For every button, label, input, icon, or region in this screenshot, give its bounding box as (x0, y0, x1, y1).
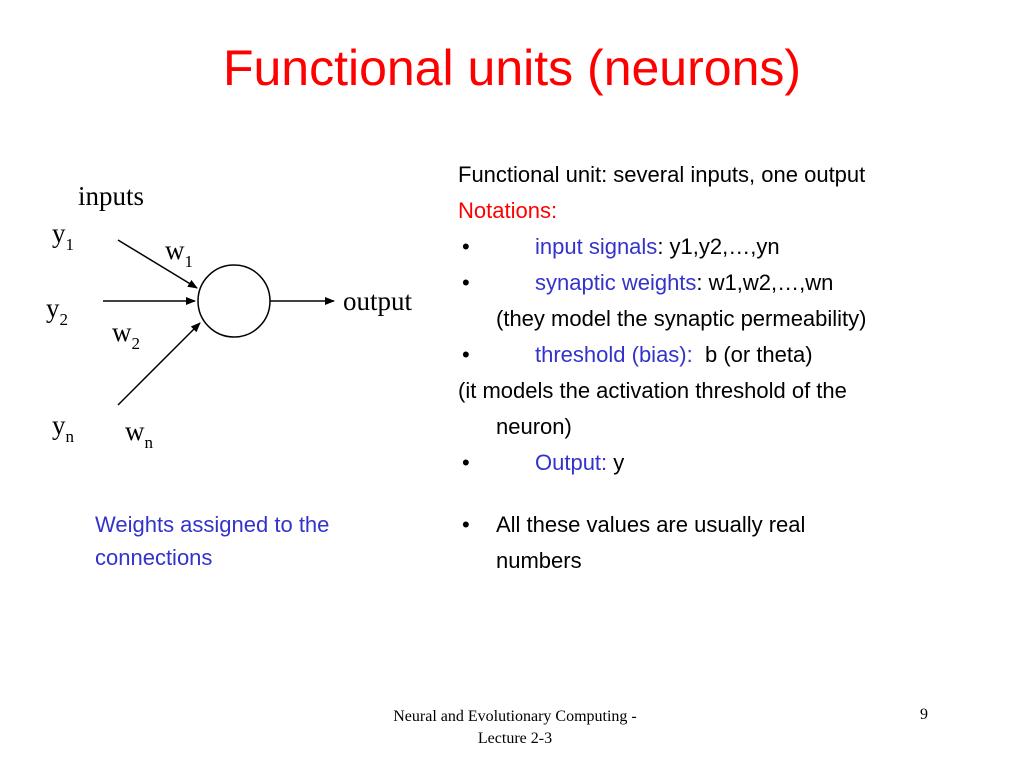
output-term: Output: (535, 450, 608, 475)
input-signals-desc: : y1,y2,…,yn (657, 234, 780, 259)
bullet-marker: • (462, 450, 470, 475)
threshold-desc: b (or theta) (692, 342, 813, 367)
bullet-input-signals: • input signals: y1,y2,…,yn (458, 229, 1018, 265)
real-numbers-line2: numbers (496, 548, 582, 573)
synaptic-weights-desc: : w1,w2,…,wn (696, 270, 834, 295)
output-desc: y (607, 450, 625, 475)
threshold-term: threshold (bias): (535, 342, 693, 367)
bullet-marker: • (462, 234, 470, 259)
notes-column: Functional unit: several inputs, one out… (458, 157, 1018, 579)
threshold-note-line2: neuron) (496, 414, 572, 439)
real-numbers-line1: All these values are usually real (496, 512, 806, 537)
footer-course: Neural and Evolutionary Computing - (393, 708, 637, 725)
bullet-marker: • (462, 342, 470, 367)
input-signals-term: input signals (535, 234, 658, 259)
bullet-synaptic-weights: • synaptic weights: w1,w2,…,wn (458, 265, 1018, 301)
synaptic-weights-term: synaptic weights (535, 270, 697, 295)
output-label: output (343, 286, 413, 316)
footer: Neural and Evolutionary Computing - Lect… (340, 706, 690, 750)
neuron-diagram: inputs y1 y2 yn w1 w2 wn output (46, 181, 413, 452)
threshold-note-line1: (it models the activation threshold of t… (458, 378, 847, 403)
bullet-output: • Output: y (458, 445, 1018, 481)
bullet-marker: • (462, 270, 470, 295)
intro-line: Functional unit: several inputs, one out… (458, 162, 866, 187)
y2-label: y2 (46, 293, 68, 329)
bullet-marker: • (462, 512, 470, 537)
inputs-label: inputs (78, 181, 144, 211)
bullet-threshold: • threshold (bias): b (or theta) (458, 337, 1018, 373)
input-arrow-1 (117, 239, 198, 289)
notations-heading: Notations: (458, 198, 558, 223)
footer-lecture: Lecture 2-3 (477, 730, 553, 747)
input-arrow-n (117, 322, 201, 406)
weights-caption: Weights assigned to the connections (95, 512, 330, 570)
yn-label: yn (52, 410, 75, 446)
bullet-real-numbers: • All these values are usually real (458, 507, 1018, 543)
synaptic-weights-note: (they model the synaptic permeability) (496, 306, 867, 331)
neuron-circle (197, 264, 271, 338)
w1-label: w1 (165, 235, 193, 271)
y1-label: y1 (52, 218, 74, 254)
wn-label: wn (125, 416, 154, 452)
slide-title: Functional units (neurons) (222, 40, 802, 96)
w2-label: w2 (112, 317, 140, 353)
page-number: 9 (920, 706, 928, 723)
